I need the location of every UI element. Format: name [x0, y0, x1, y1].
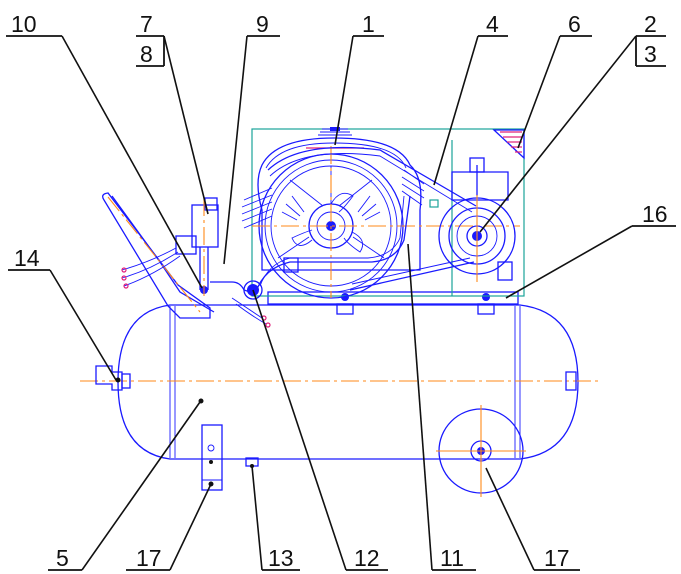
- callout-17-foot: 17: [136, 545, 162, 571]
- callout-17-wheel: 17: [544, 545, 570, 571]
- callout-11: 11: [440, 545, 464, 571]
- callout-9: 9: [256, 11, 269, 37]
- callout-6: 6: [568, 11, 581, 37]
- pressure-switch: [175, 197, 219, 296]
- callout-5: 5: [56, 545, 69, 571]
- transport-handle: [102, 192, 215, 319]
- callout-14: 14: [14, 245, 40, 271]
- callout-4: 4: [486, 11, 499, 37]
- mounting-pads: [267, 291, 519, 315]
- discharge-piping: [210, 195, 411, 300]
- callout-3: 3: [644, 41, 657, 67]
- flywheel: [252, 146, 520, 299]
- electric-motor: [438, 129, 525, 282]
- drive-belt: [267, 146, 477, 291]
- callout-10: 10: [11, 11, 37, 37]
- callout-13: 13: [268, 545, 294, 571]
- wheel: [436, 405, 526, 497]
- callout-8: 8: [140, 41, 153, 67]
- callout-leaders: [6, 35, 676, 571]
- callout-2: 2: [644, 11, 657, 37]
- callout-1: 1: [362, 11, 375, 37]
- fan-cover-grille: [492, 129, 525, 160]
- safety-valve: [95, 365, 131, 391]
- callout-7: 7: [140, 11, 153, 37]
- power-cables: [121, 247, 271, 328]
- callout-labels: 10 7 8 9 1 4 6 2 3 16 14 5 17 13 12 11 1…: [11, 11, 668, 571]
- callout-12: 12: [354, 545, 380, 571]
- unit-frame: [251, 128, 525, 297]
- callout-16: 16: [642, 201, 668, 227]
- air-receiver-tank: [80, 304, 600, 460]
- support-foot: [201, 424, 223, 491]
- flywheel-fins: [281, 195, 381, 221]
